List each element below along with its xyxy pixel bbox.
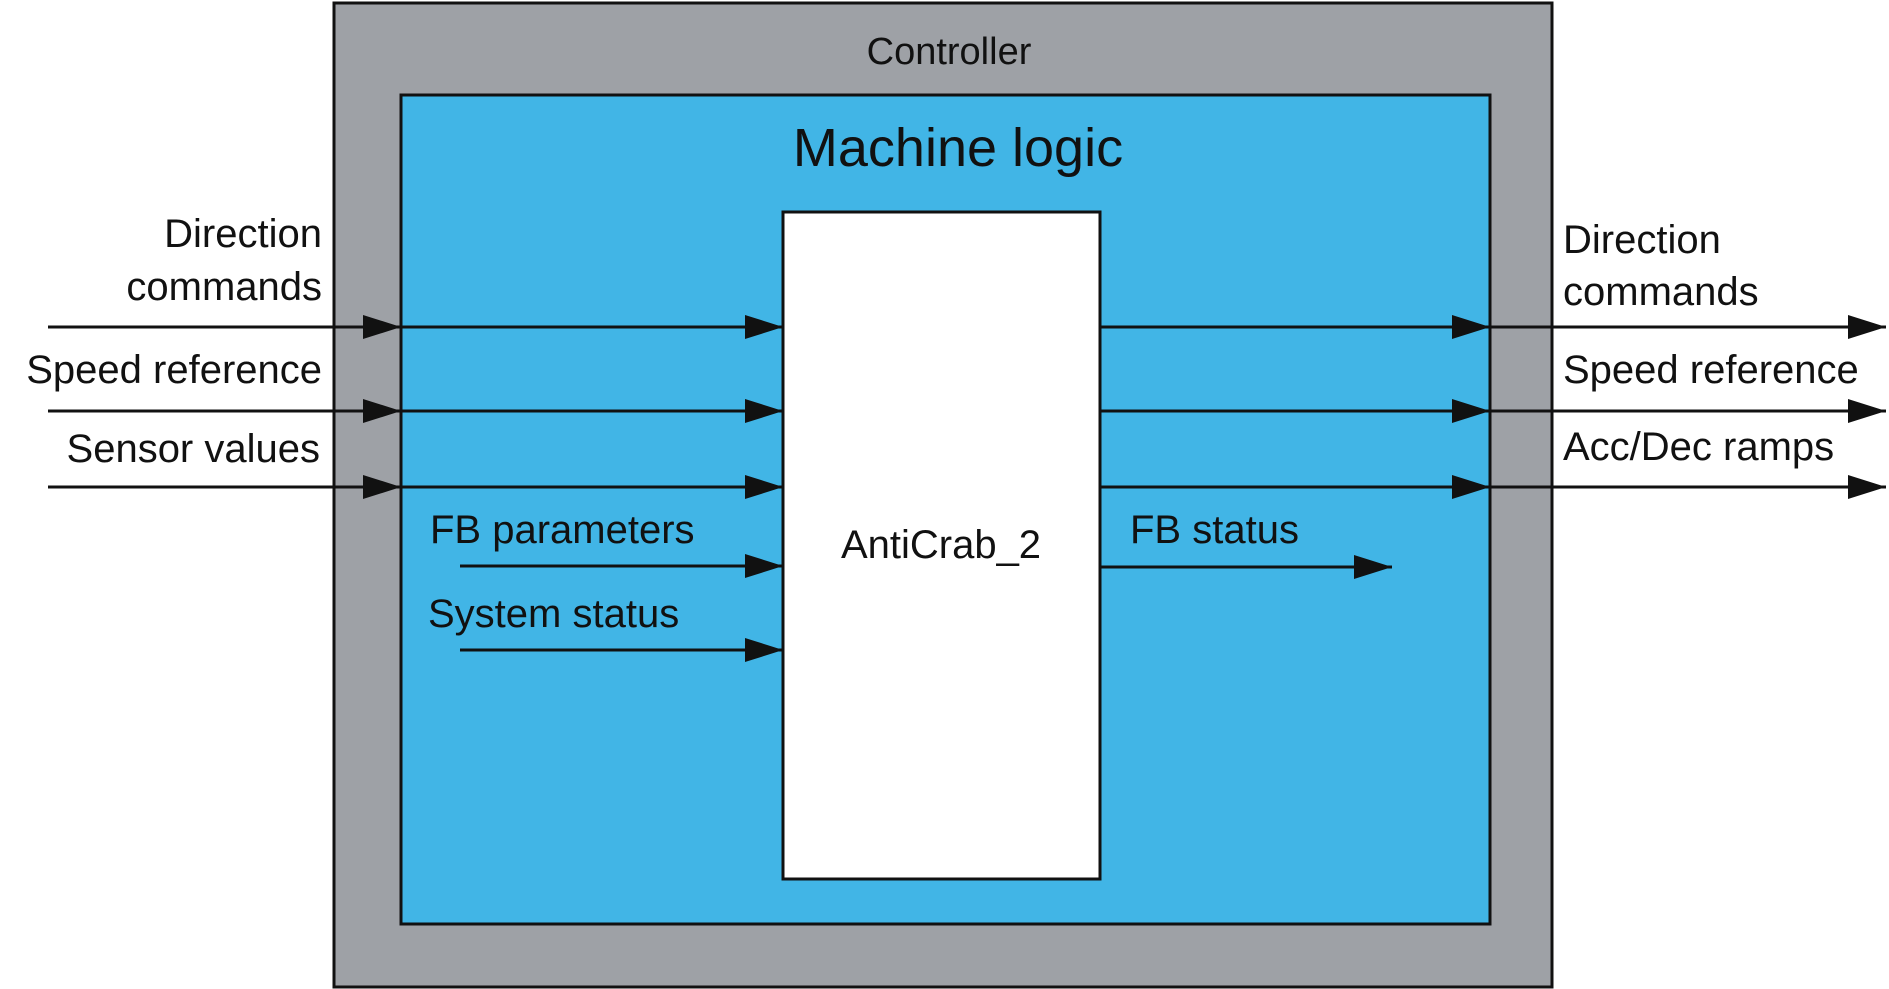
right-acc-dec-ramps-label: Acc/Dec ramps bbox=[1563, 425, 1834, 469]
right-speed-reference-label: Speed reference bbox=[1563, 348, 1859, 392]
fb-status-label: FB status bbox=[1130, 508, 1299, 552]
controller-title: Controller bbox=[867, 31, 1032, 73]
left-speed-reference-label: Speed reference bbox=[26, 348, 322, 392]
left-direction-commands-label-line1: Direction bbox=[164, 212, 322, 256]
function-block-name: AntiCrab_2 bbox=[841, 523, 1041, 567]
function-block-box bbox=[781, 210, 1102, 881]
system-status-label: System status bbox=[428, 592, 679, 636]
right-direction-commands-label-line2: commands bbox=[1563, 270, 1759, 314]
machine-logic-title: Machine logic bbox=[793, 118, 1123, 178]
right-direction-commands-label-line1: Direction bbox=[1563, 218, 1721, 262]
left-sensor-values-label: Sensor values bbox=[67, 427, 320, 471]
left-direction-commands-label-line2: commands bbox=[126, 265, 322, 309]
fb-parameters-label: FB parameters bbox=[430, 508, 695, 552]
